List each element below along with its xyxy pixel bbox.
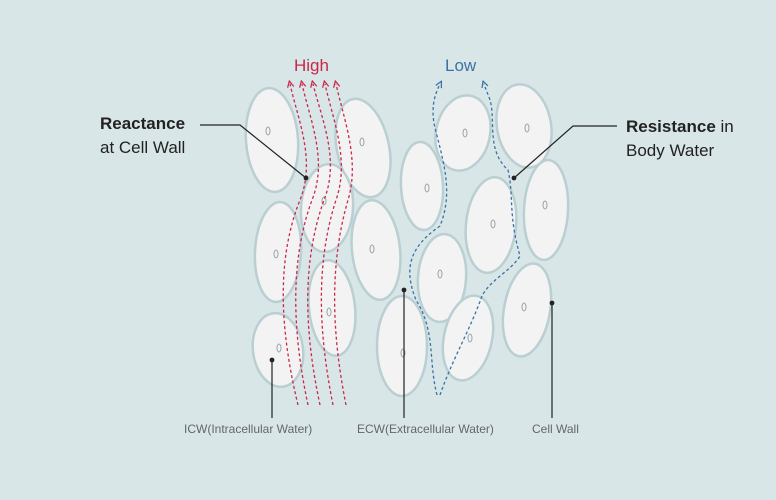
low-current-paths	[409, 84, 521, 396]
cell	[501, 262, 553, 358]
cell	[399, 140, 445, 232]
low-label: Low	[445, 56, 477, 75]
cell	[334, 97, 392, 199]
high-current-paths	[282, 84, 353, 406]
cell	[416, 232, 468, 324]
reactance-label: Reactance at Cell Wall	[100, 112, 185, 160]
resistance-title: Resistance	[626, 117, 716, 136]
resistance-subtitle: Body Water	[626, 141, 715, 160]
ecw-caption: ECW(Extracellular Water)	[357, 422, 494, 436]
resistance-label: Resistance in Body Water	[626, 115, 734, 163]
cell	[251, 311, 305, 389]
reactance-subtitle: at Cell Wall	[100, 138, 186, 157]
cell	[244, 86, 300, 194]
cell	[299, 162, 355, 254]
cell-wall-caption: Cell Wall	[532, 422, 579, 436]
cell	[522, 158, 570, 262]
cell	[307, 258, 357, 358]
nuclei	[265, 123, 548, 358]
cell	[375, 294, 429, 398]
icw-caption: ICW(Intracellular Water)	[184, 422, 313, 436]
cells	[244, 83, 570, 398]
cell	[495, 83, 553, 169]
reactance-title: Reactance	[100, 114, 186, 133]
cell	[350, 198, 402, 302]
pointer-lines	[200, 124, 617, 418]
resistance-in: in	[720, 117, 734, 136]
high-label: High	[294, 56, 329, 75]
